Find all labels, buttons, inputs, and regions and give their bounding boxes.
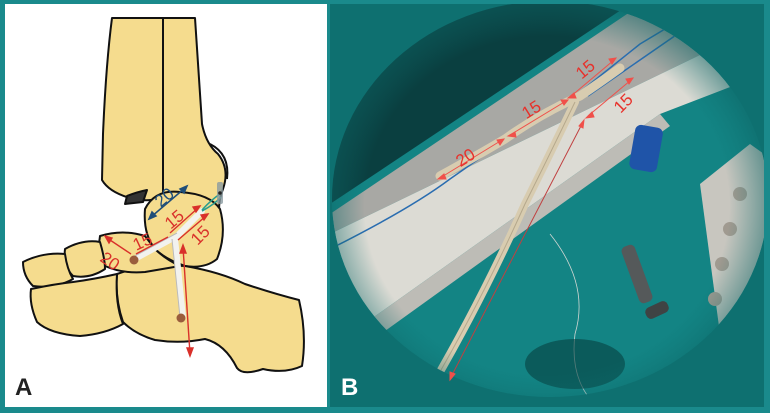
panel-label-a: A	[15, 374, 33, 401]
panel-b-photo: 20 15 15 15 B	[330, 4, 764, 407]
panel-a-illustration: 20 15 15 15 20 A	[5, 4, 327, 407]
graft-photo: 20 15 15 15	[330, 4, 764, 407]
ankle-illustration: 20 15 15 15 20	[22, 17, 305, 374]
panel-label-b: B	[341, 374, 359, 401]
